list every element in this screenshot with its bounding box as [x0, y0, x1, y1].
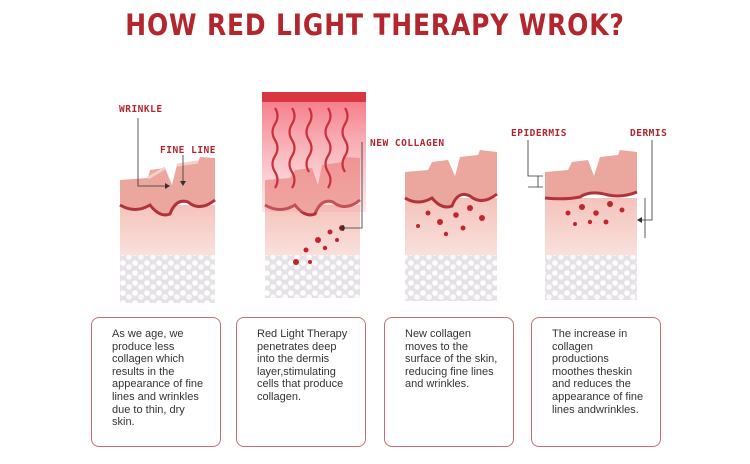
skin-block-smooth — [544, 150, 638, 300]
card-therapy: Red Light Therapy penetrates deep into t… — [236, 317, 366, 447]
wrinkle-leader — [137, 118, 167, 187]
arrow-heads — [165, 181, 642, 231]
collagen-dots — [416, 205, 485, 237]
leader-lines — [137, 118, 653, 238]
collagen-dots — [293, 225, 345, 265]
skin-block-therapy — [262, 92, 366, 298]
light-wave-icons — [271, 107, 349, 189]
skin-block-aged — [119, 157, 216, 303]
new-collagen-leader — [342, 142, 363, 229]
label-new-collagen: NEW COLLAGEN — [370, 138, 445, 149]
page-title: HOW RED LIGHT THERAPY WROK? — [125, 8, 625, 42]
light-source-bar — [262, 92, 366, 102]
label-fine-line: FINE LINE — [160, 145, 216, 156]
epidermis-bracket — [527, 140, 543, 188]
card-new-collagen: New collagen moves to the surface of the… — [384, 317, 514, 447]
card-result: The increase in collagen productions moo… — [531, 317, 661, 447]
label-wrinkle: WRINKLE — [119, 104, 163, 115]
collagen-dots — [565, 201, 625, 226]
red-light-beam — [262, 92, 366, 212]
label-dermis: DERMIS — [630, 128, 668, 139]
card-aging: As we age, we produce less collagen whic… — [91, 317, 221, 447]
dermis-leader — [640, 140, 653, 221]
label-epidermis: EPIDERMIS — [511, 128, 567, 139]
skin-block-new-collagen — [404, 150, 498, 301]
